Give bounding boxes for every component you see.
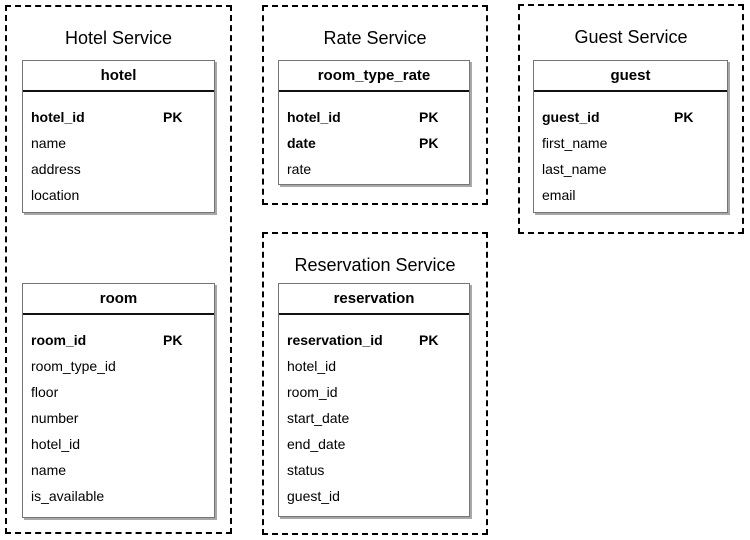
field-name: guest_id xyxy=(287,488,340,504)
field-name: room_id xyxy=(287,384,338,400)
field-name: first_name xyxy=(542,135,608,151)
service-box-hotel: Hotel Service hotel hotel_id PK name add… xyxy=(5,5,232,534)
table-row: date PK xyxy=(279,130,469,156)
field-name: end_date xyxy=(287,436,346,452)
field-name: floor xyxy=(31,384,59,400)
table-room: room room_id PK room_type_id floor numbe… xyxy=(22,283,215,518)
field-name: is_available xyxy=(31,488,105,504)
table-row: room_type_id xyxy=(23,353,214,379)
table-row: last_name xyxy=(534,156,727,182)
service-box-guest: Guest Service guest guest_id PK first_na… xyxy=(518,4,744,234)
table-guest: guest guest_id PK first_name last_name e… xyxy=(533,60,728,213)
field-name: start_date xyxy=(287,410,350,426)
table-rows: reservation_id PK hotel_id room_id start… xyxy=(279,315,469,513)
table-row: end_date xyxy=(279,431,469,457)
pk-badge: PK xyxy=(674,109,694,125)
table-row: status xyxy=(279,457,469,483)
table-header: guest xyxy=(534,61,727,92)
field-name: guest_id xyxy=(542,109,600,125)
field-name: number xyxy=(31,410,79,426)
field-name: last_name xyxy=(542,161,607,177)
pk-badge: PK xyxy=(419,109,439,125)
field-name: location xyxy=(31,187,80,203)
service-title-hotel: Hotel Service xyxy=(64,28,173,48)
table-header: room xyxy=(23,284,214,315)
table-room-type-rate: room_type_rate hotel_id PK date PK rate xyxy=(278,60,470,185)
table-hotel: hotel hotel_id PK name address location xyxy=(22,60,215,213)
table-row: start_date xyxy=(279,405,469,431)
field-name: hotel_id xyxy=(287,109,341,125)
table-row: hotel_id PK xyxy=(279,104,469,130)
table-row: hotel_id xyxy=(23,431,214,457)
field-name: name xyxy=(31,462,67,478)
table-row: first_name xyxy=(534,130,727,156)
table-row: is_available xyxy=(23,483,214,509)
table-row: reservation_id PK xyxy=(279,327,469,353)
table-row: hotel_id PK xyxy=(23,104,214,130)
table-header: hotel xyxy=(23,61,214,92)
pk-badge: PK xyxy=(163,109,183,125)
table-row: hotel_id xyxy=(279,353,469,379)
service-box-rate: Rate Service room_type_rate hotel_id PK … xyxy=(262,5,488,205)
pk-badge: PK xyxy=(419,135,439,151)
field-name: address xyxy=(31,161,81,177)
table-reservation: reservation reservation_id PK hotel_id r… xyxy=(278,283,470,517)
table-rows: room_id PK room_type_id floor number hot… xyxy=(23,315,214,513)
table-row: guest_id xyxy=(279,483,469,509)
field-name: reservation_id xyxy=(287,332,383,348)
table-row: floor xyxy=(23,379,214,405)
field-name: hotel_id xyxy=(31,109,85,125)
service-title-rate: Rate Service xyxy=(323,28,427,48)
table-rows: hotel_id PK name address location xyxy=(23,92,214,212)
field-name: name xyxy=(31,135,67,151)
field-name: date xyxy=(287,135,316,151)
table-row: rate xyxy=(279,156,469,182)
table-rows: guest_id PK first_name last_name email xyxy=(534,92,727,212)
table-row: number xyxy=(23,405,214,431)
field-name: hotel_id xyxy=(31,436,81,452)
service-title-reservation: Reservation Service xyxy=(294,255,456,275)
table-row: room_id PK xyxy=(23,327,214,353)
table-row: email xyxy=(534,182,727,208)
field-name: room_id xyxy=(31,332,87,348)
table-row: guest_id PK xyxy=(534,104,727,130)
pk-badge: PK xyxy=(163,332,183,348)
table-header: room_type_rate xyxy=(279,61,469,92)
table-row: location xyxy=(23,182,214,208)
table-row: name xyxy=(23,457,214,483)
table-row: address xyxy=(23,156,214,182)
table-rows: hotel_id PK date PK rate xyxy=(279,92,469,186)
table-header: reservation xyxy=(279,284,469,315)
field-name: email xyxy=(542,187,576,203)
table-row: name xyxy=(23,130,214,156)
table-row: room_id xyxy=(279,379,469,405)
service-box-reservation: Reservation Service reservation reservat… xyxy=(262,232,488,535)
field-name: room_type_id xyxy=(31,358,116,374)
field-name: hotel_id xyxy=(287,358,337,374)
service-title-guest: Guest Service xyxy=(574,27,688,47)
field-name: status xyxy=(287,462,325,478)
pk-badge: PK xyxy=(419,332,439,348)
field-name: rate xyxy=(287,161,312,177)
